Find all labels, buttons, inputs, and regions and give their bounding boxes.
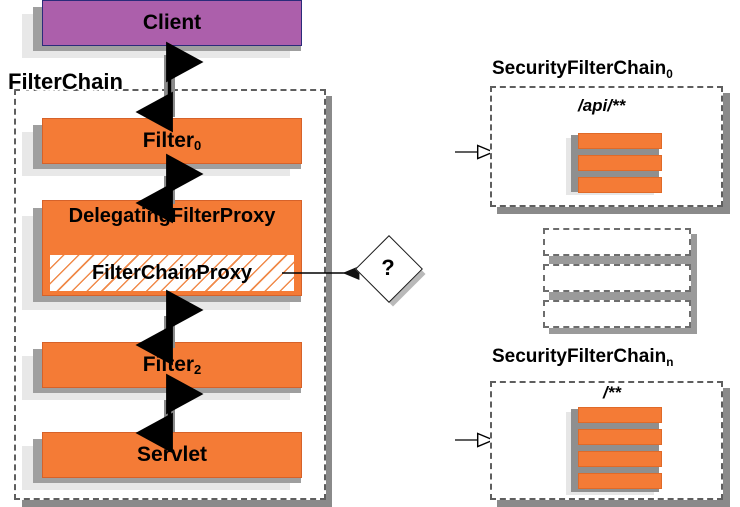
filterchainproxy-node[interactable]: FilterChainProxy [47, 252, 297, 294]
securityfilterchain0-title-subscript: 0 [666, 68, 673, 81]
placeholder-row-3 [543, 300, 691, 328]
securityfilterchain0-filters [566, 133, 666, 195]
decision-label: ? [381, 255, 395, 280]
filter0-text: Filter [142, 129, 195, 152]
sfcn-filter-bar-4[interactable] [578, 473, 662, 489]
filter2-text: Filter [142, 353, 195, 376]
filterchain-node-servlet[interactable]: Servlet [22, 432, 312, 494]
filter0-subscript: 0 [194, 137, 202, 153]
securityfilterchainn-title-subscript: n [666, 356, 674, 369]
securityfilterchainn-title-text: SecurityFilterChain [492, 346, 667, 367]
sfcn-filter-bar-3[interactable] [578, 451, 662, 467]
securityfilterchainn-filters [566, 407, 666, 495]
securityfilterchain0-pattern: /api/** [578, 96, 626, 115]
sfc0-filter-bar-1[interactable] [578, 133, 662, 149]
sfcn-filter-bar-1[interactable] [578, 407, 662, 423]
securityfilterchainn-pattern: /** [603, 383, 621, 402]
client-node[interactable]: Client [22, 0, 312, 62]
filterchainproxy-label: FilterChainProxy [91, 261, 253, 284]
securityfilterchain0-title: SecurityFilterChain0 [492, 58, 673, 81]
securityfilterchain-placeholder [543, 228, 691, 328]
securityfilterchain0-title-text: SecurityFilterChain [492, 58, 667, 79]
filter2-subscript: 2 [194, 361, 202, 377]
client-label: Client [42, 0, 302, 46]
servlet-label: Servlet [42, 432, 302, 478]
sfcn-filter-bar-2[interactable] [578, 429, 662, 445]
securityfilterchainn-title: SecurityFilterChainn [492, 346, 674, 369]
sfc0-filter-bar-3[interactable] [578, 177, 662, 193]
filterchain-title: FilterChain [8, 69, 123, 94]
filterchain-node-delegatingfilterproxy[interactable]: DelegatingFilterProxy FilterChainProxy [22, 200, 322, 320]
placeholder-row-1 [543, 228, 691, 256]
placeholder-row-2 [543, 264, 691, 292]
sfc0-filter-bar-2[interactable] [578, 155, 662, 171]
decision-node[interactable]: ? [355, 235, 430, 310]
